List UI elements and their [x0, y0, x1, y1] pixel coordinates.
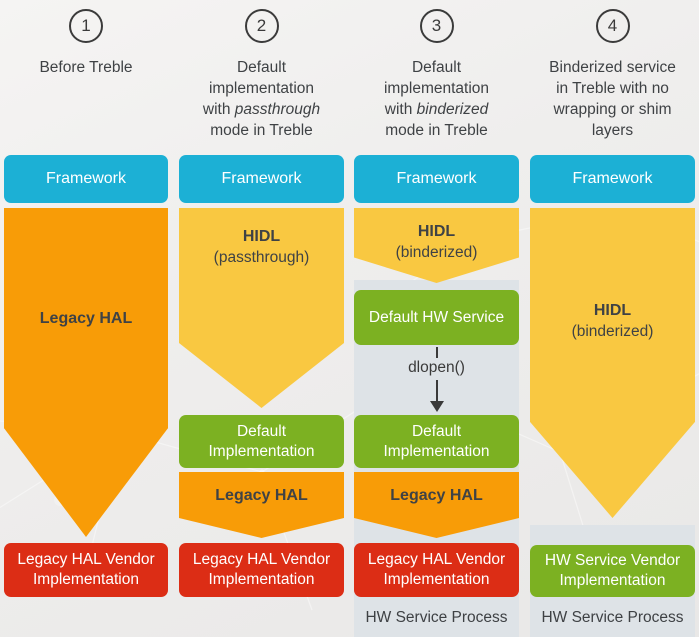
step-3-badge: 3 — [419, 9, 454, 43]
hw-service-process-label: HW Service Process — [541, 609, 684, 626]
legacy-hal-label: Legacy HAL — [390, 487, 483, 504]
framework-box: Framework — [530, 155, 695, 203]
legacy-hal-arrow: Legacy HAL — [179, 472, 344, 538]
hidl-label: HIDL — [417, 223, 456, 240]
column-2-description: Default implementation with passthrough … — [196, 57, 328, 141]
dlopen-label: dlopen() — [408, 359, 465, 376]
column-2-passthrough: 2 Default implementation with passthroug… — [179, 0, 344, 637]
down-arrowhead-icon — [429, 401, 444, 412]
hidl-binderized-big-arrow: HIDL (binderized) — [530, 208, 695, 518]
framework-box: Framework — [4, 155, 168, 203]
connector-line — [435, 380, 438, 402]
step-1-badge: 1 — [69, 9, 103, 43]
hidl-mode-label: (binderized) — [571, 323, 654, 340]
legacy-hal-vendor-box: Legacy HAL Vendor Implementation — [354, 543, 519, 597]
hidl-mode-label: (passthrough) — [213, 249, 310, 266]
column-4-binderized-service: 4 Binderized service in Treble with no w… — [530, 0, 695, 637]
hw-service-process-label: HW Service Process — [365, 609, 508, 626]
column-1-description: Before Treble — [39, 59, 133, 76]
hidl-binderized-arrow: HIDL (binderized) — [354, 208, 519, 283]
step-4-badge: 4 — [595, 9, 630, 43]
column-1-before-treble: 1 Before Treble Framework Legacy HAL Leg… — [4, 0, 168, 637]
column-3-binderized: 3 Default implementation with binderized… — [354, 0, 519, 637]
legacy-hal-vendor-box: Legacy HAL Vendor Implementation — [4, 543, 168, 597]
description-text: Default implementation with — [202, 59, 315, 118]
description-italic-word: binderized — [416, 101, 489, 118]
step-number: 2 — [256, 16, 267, 35]
legacy-hal-vendor-box: Legacy HAL Vendor Implementation — [179, 543, 344, 597]
step-number: 3 — [431, 16, 442, 35]
hidl-label: HIDL — [242, 228, 281, 245]
default-hw-service-box: Default HW Service — [354, 290, 519, 345]
connector-line — [435, 347, 438, 358]
default-implementation-box: Default Implementation — [179, 415, 344, 468]
column-3-description: Default implementation with binderized m… — [371, 57, 503, 141]
framework-box: Framework — [354, 155, 519, 203]
step-number: 1 — [81, 16, 91, 35]
description-text: Default implementation with — [383, 59, 490, 118]
hidl-mode-label: (binderized) — [395, 244, 478, 261]
column-4-description: Binderized service in Treble with no wra… — [549, 59, 676, 139]
legacy-hal-arrow: Legacy HAL — [4, 208, 168, 537]
hw-service-vendor-box: HW Service Vendor Implementation — [530, 545, 695, 597]
framework-box: Framework — [179, 155, 344, 203]
default-implementation-box: Default Implementation — [354, 415, 519, 468]
description-italic-word: passthrough — [234, 101, 321, 118]
description-text: mode in Treble — [385, 122, 488, 139]
legacy-hal-label: Legacy HAL — [39, 310, 133, 327]
hidl-label: HIDL — [593, 302, 632, 319]
hidl-passthrough-arrow: HIDL (passthrough) — [179, 208, 344, 408]
description-text: mode in Treble — [210, 122, 313, 139]
legacy-hal-label: Legacy HAL — [215, 487, 308, 504]
step-number: 4 — [607, 16, 618, 35]
step-2-badge: 2 — [244, 9, 279, 43]
